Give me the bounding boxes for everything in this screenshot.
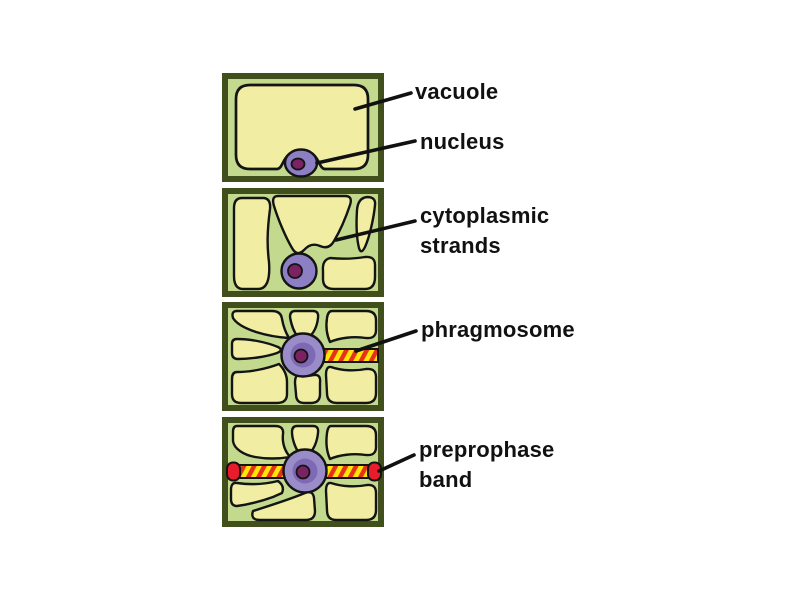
vacuole-region — [230, 337, 282, 361]
vacuole-region — [232, 196, 272, 291]
nucleus-4 — [282, 448, 328, 494]
vacuole-region — [324, 481, 378, 522]
leader-line-vacuole — [353, 91, 413, 111]
vacuole-region — [231, 309, 291, 340]
vacuole-region — [321, 255, 377, 291]
vacuole-region — [271, 194, 353, 255]
nucleolus — [287, 263, 303, 279]
nucleolus — [295, 464, 311, 480]
phragmosome-band — [318, 348, 379, 363]
vacuole-region — [230, 362, 289, 405]
vacuole-region — [251, 490, 317, 522]
label-cytoplasmic-strands: cytoplasmic strands — [420, 203, 550, 258]
cell-stage-2-cytoplasmic-strands — [222, 188, 384, 297]
vacuole-region — [355, 195, 377, 253]
vacuole-region — [229, 479, 285, 508]
leader-line-preprophase-band — [377, 453, 416, 473]
vacuole-region — [293, 373, 322, 405]
label-vacuole: vacuole — [415, 79, 499, 104]
label-nucleus: nucleus — [420, 129, 505, 154]
preprophase-band-left-cap — [226, 461, 241, 482]
vacuole-region — [325, 424, 378, 461]
cell-stage-3-phragmosome — [222, 302, 384, 411]
label-phragmosome: phragmosome — [421, 317, 575, 342]
cell-stage-1-vacuole — [222, 73, 384, 182]
label-preprophase-band: preprophase band — [419, 437, 555, 492]
leader-line-nucleus — [315, 139, 417, 165]
nucleolus — [293, 348, 309, 364]
leader-line-cytoplasmic-strands — [334, 219, 417, 242]
leader-line-phragmosome — [354, 329, 418, 353]
vacuole-region — [324, 365, 378, 405]
nucleolus — [290, 157, 306, 171]
nucleus-2 — [280, 252, 318, 290]
cell-stage-4-preprophase-band — [222, 417, 384, 527]
vacuole-region — [231, 424, 292, 460]
nucleus-1 — [283, 148, 319, 178]
vacuole-region — [325, 309, 378, 344]
nucleus-3 — [280, 332, 326, 378]
